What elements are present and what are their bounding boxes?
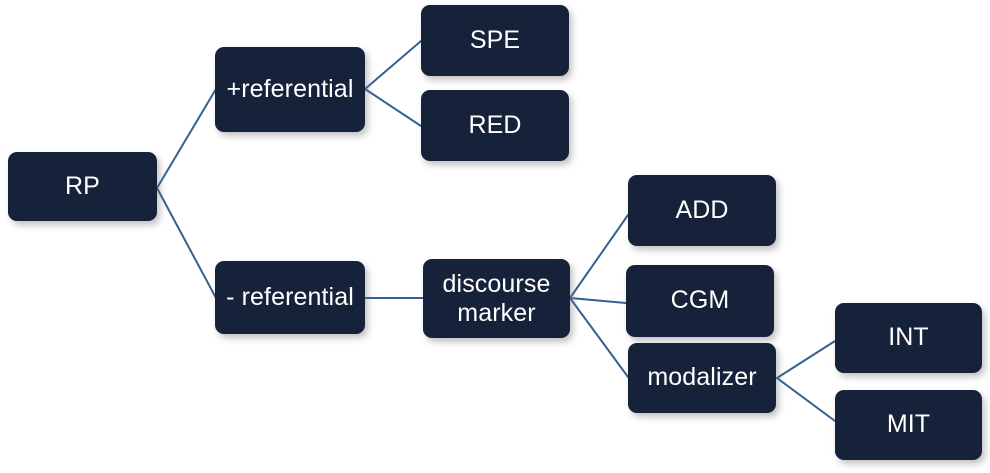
connector-discourse-to-modalizer <box>569 297 629 378</box>
connector-modalizer-to-mit <box>776 377 836 422</box>
node-label-int: INT <box>888 323 929 352</box>
node-plus-ref[interactable]: +referential <box>215 47 365 132</box>
connector-plus-ref-to-spe <box>364 40 422 90</box>
connector-discourse-to-cgm <box>569 297 627 304</box>
node-label-red: RED <box>468 110 522 139</box>
node-int[interactable]: INT <box>835 303 982 373</box>
node-label-modalizer: modalizer <box>647 363 757 392</box>
node-label-rp: RP <box>65 171 100 200</box>
node-label-add: ADD <box>675 195 729 224</box>
connector-rp-to-plus-ref <box>156 88 217 189</box>
node-label-discourse: discourse marker <box>442 269 551 327</box>
node-label-minus-ref: - referential <box>226 282 354 311</box>
node-spe[interactable]: SPE <box>421 5 569 76</box>
node-rp[interactable]: RP <box>8 152 157 221</box>
node-label-mit: MIT <box>886 410 931 439</box>
node-label-cgm: CGM <box>670 286 730 315</box>
node-discourse[interactable]: discourse marker <box>423 259 570 338</box>
node-red[interactable]: RED <box>421 90 569 161</box>
connector-plus-ref-to-red <box>364 88 422 127</box>
connector-modalizer-to-int <box>776 340 836 379</box>
node-add[interactable]: ADD <box>628 175 776 246</box>
connector-discourse-to-add <box>569 214 629 299</box>
node-minus-ref[interactable]: - referential <box>215 261 365 334</box>
node-modalizer[interactable]: modalizer <box>628 343 776 413</box>
node-mit[interactable]: MIT <box>835 390 982 460</box>
node-label-plus-ref: +referential <box>226 74 354 103</box>
node-label-spe: SPE <box>469 25 521 54</box>
connector-rp-to-minus-ref <box>156 187 217 299</box>
node-cgm[interactable]: CGM <box>626 265 774 337</box>
